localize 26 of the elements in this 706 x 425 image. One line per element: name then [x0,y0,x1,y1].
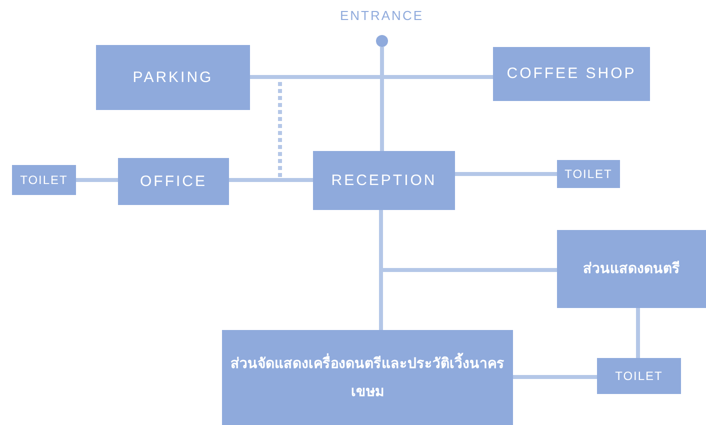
room-label: RECEPTION [331,172,437,190]
room-label: TOILET [564,166,612,182]
entrance-dot [376,35,388,47]
room-label: TOILET [615,368,663,384]
room-label: ส่วนจัดแสดงเครื่องดนตรีและประวัติเวิ้งนาครเขษม [222,350,513,406]
room-box [222,330,513,425]
entrance-label: ENTRANCE [340,8,424,23]
connector-line [380,47,384,151]
room-label: TOILET [20,172,68,188]
room-box [118,158,229,205]
connector-line [229,178,313,182]
room-box [96,45,250,110]
room-label: COFFEE SHOP [506,65,636,83]
connector-line [513,375,597,379]
connector-line [636,308,640,358]
connector-line [76,178,118,182]
room-label: OFFICE [140,172,207,190]
room-box [557,230,706,308]
room-box [493,47,650,101]
room-label: PARKING [132,68,214,86]
room-box [313,151,455,210]
room-box [557,160,620,188]
room-label: ส่วนแสดงดนตรี [583,260,680,279]
room-box [12,165,76,195]
connector-line [455,172,557,176]
room-box [597,358,681,394]
